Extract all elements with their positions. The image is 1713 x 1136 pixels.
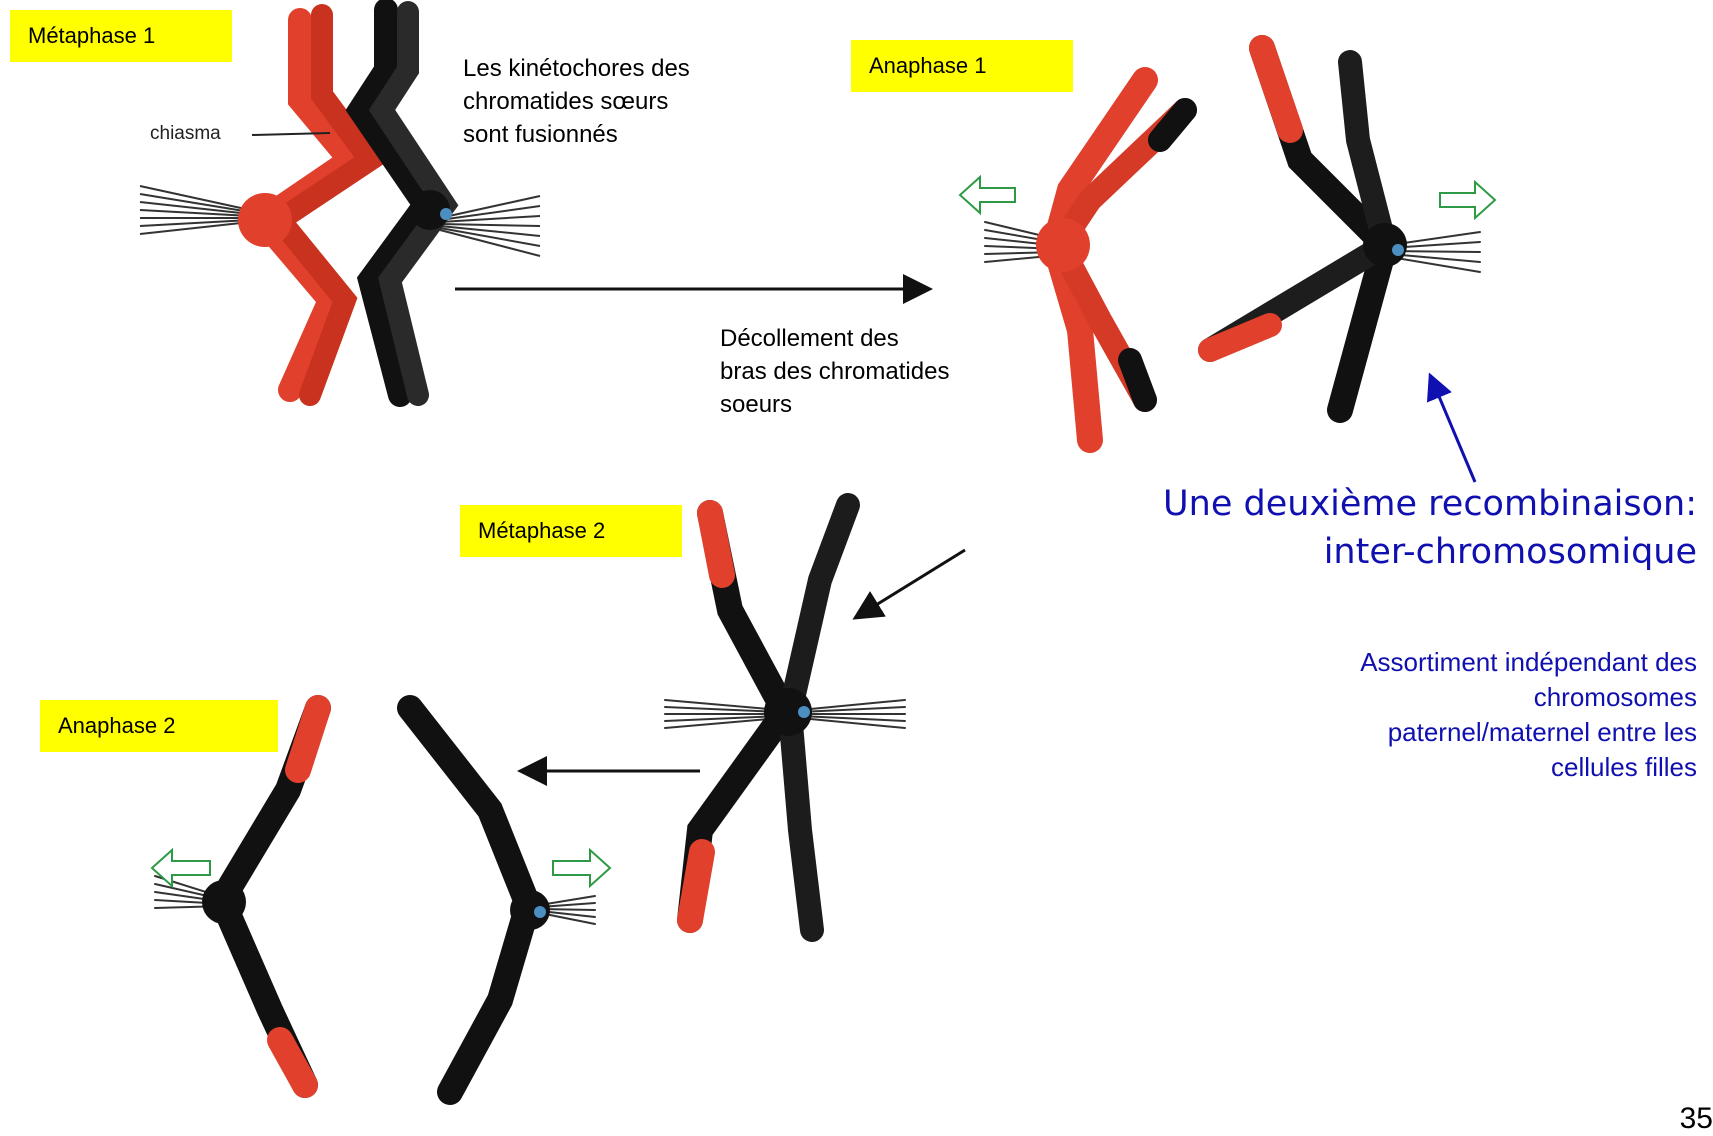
move-right-arrow-icon: [1440, 182, 1495, 218]
anaphase2-right-chromosome: [410, 708, 595, 1092]
label-anaphase-1: Anaphase 1: [851, 40, 1073, 92]
move-right-arrow-icon: [553, 850, 610, 886]
label-anaphase-2: Anaphase 2: [40, 700, 278, 752]
label-metaphase-1: Métaphase 1: [10, 10, 232, 62]
recombination-pointer: [1430, 375, 1475, 482]
anaphase1-chromosomes: [960, 48, 1495, 440]
anaphase2-left-chromosome: [155, 708, 318, 1085]
decollement-note: Décollement des bras des chromatides soe…: [720, 322, 949, 421]
anaphase1-right-chromosome: [1210, 48, 1480, 410]
chiasma-label: chiasma: [150, 123, 221, 145]
page-number: 35: [1680, 1102, 1713, 1136]
paternal-centromere: [238, 193, 292, 247]
paternal-homolog: [238, 15, 370, 395]
anaphase2-chromosomes: [152, 708, 610, 1092]
spindle-fibers-left: [140, 186, 250, 234]
move-left-arrow-icon: [960, 177, 1015, 213]
move-left-arrow-icon: [152, 850, 210, 886]
metaphase2-chromosome: [665, 505, 905, 930]
recombination-description: Assortiment indépendant des chromosomes …: [1137, 645, 1697, 785]
metaphase2-pointer: [855, 550, 965, 618]
recombination-title: Une deuxième recombinaison: inter-chromo…: [997, 480, 1697, 576]
kinetochore-note: Les kinétochores des chromatides sœurs s…: [463, 52, 690, 151]
kinetochore: [440, 208, 452, 220]
maternal-homolog: [360, 10, 452, 395]
anaphase1-left-chromosome: [985, 80, 1185, 440]
label-metaphase-2: Métaphase 2: [460, 505, 682, 557]
